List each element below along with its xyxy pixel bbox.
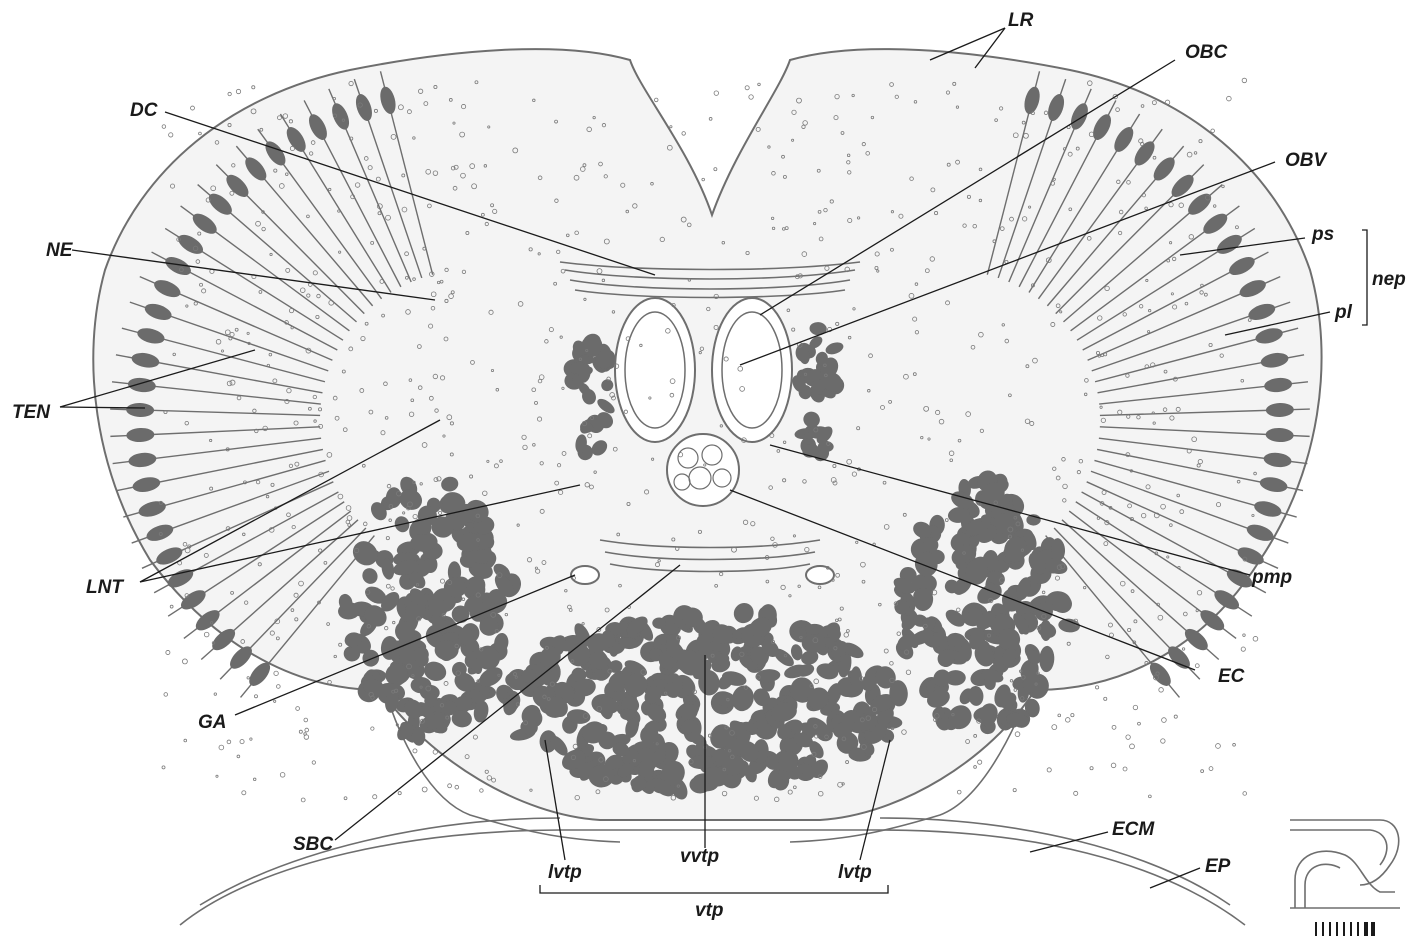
label-nep: nep — [1372, 269, 1406, 290]
label-EP: EP — [1205, 856, 1231, 877]
ganglion-right — [806, 566, 834, 584]
label-pl: pl — [1334, 302, 1353, 323]
oval-body-left — [615, 298, 695, 442]
label-pmp: pmp — [1251, 567, 1292, 588]
label-NE: NE — [46, 240, 74, 261]
oval-body-right — [712, 298, 792, 442]
ganglion-left — [571, 566, 599, 584]
label-lvtp-right: lvtp — [838, 862, 872, 883]
label-ps: ps — [1311, 224, 1334, 245]
label-DC: DC — [130, 100, 158, 121]
label-lvtp-left: lvtp — [548, 862, 582, 883]
label-LNT: LNT — [86, 577, 124, 598]
orientation-schematic-icon — [1290, 820, 1400, 908]
label-GA: GA — [198, 712, 227, 733]
label-ECM: ECM — [1112, 819, 1155, 840]
label-EC: EC — [1218, 666, 1245, 687]
label-LR: LR — [1008, 10, 1034, 31]
label-OBV: OBV — [1285, 150, 1328, 171]
label-TEN: TEN — [12, 402, 51, 423]
label-OBC: OBC — [1185, 42, 1228, 63]
label-SBC: SBC — [293, 834, 333, 855]
central-round-body — [667, 434, 739, 506]
label-vvtp: vvtp — [680, 846, 719, 867]
scale-bar-icon — [1315, 922, 1375, 936]
label-vtp: vtp — [695, 900, 724, 921]
